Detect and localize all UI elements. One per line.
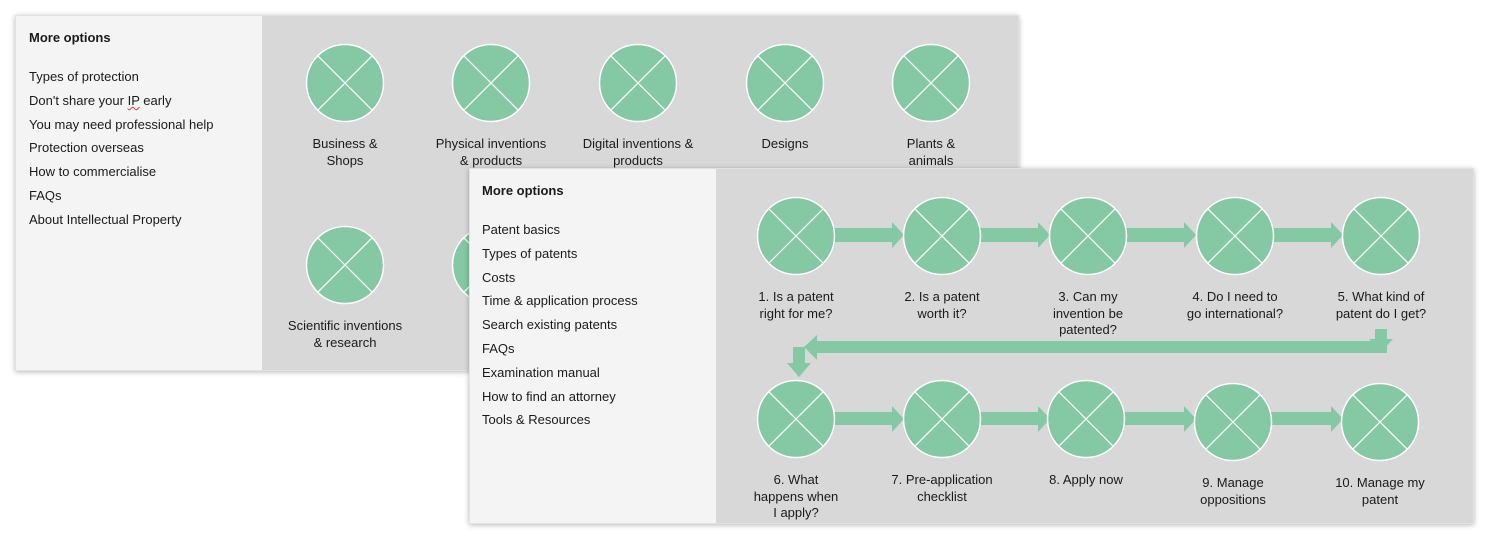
tile-business-shops[interactable]: Business &Shops [265, 43, 425, 169]
placeholder-x-icon [305, 43, 385, 123]
step-label: 8. Apply now [1049, 472, 1123, 487]
arrow-down-icon [787, 347, 811, 377]
tile-label: Plants &animals [906, 136, 956, 168]
arrow-right-icon [1126, 222, 1196, 248]
sidebar-title: More options [482, 183, 564, 198]
sidebar-item-find-attorney[interactable]: How to find an attorney [482, 388, 616, 404]
placeholder-x-icon [1048, 196, 1128, 276]
flow-arrows [787, 222, 1393, 432]
sidebar-title: More options [29, 30, 111, 45]
arrow-right-icon [1271, 406, 1343, 432]
placeholder-x-icon [451, 43, 531, 123]
sidebar-item-search-patents[interactable]: Search existing patents [482, 317, 618, 333]
sidebar-item-faqs[interactable]: FAQs [482, 340, 515, 356]
arrow-down-icon [1369, 329, 1393, 352]
more-options-sidebar: More options Patent basics Types of pate… [470, 169, 716, 523]
tile-scientific-inventions[interactable]: Scientific inventions& research [265, 225, 425, 351]
arrow-right-icon [1273, 222, 1343, 248]
placeholder-x-icon [1341, 196, 1421, 276]
more-options-sidebar: More options Types of protection Don't s… [16, 16, 262, 370]
sidebar-menu: Patent basics Types of patents Costs Tim… [482, 223, 716, 437]
sidebar-item-commercialise[interactable]: How to commercialise [29, 164, 157, 180]
placeholder-x-icon [756, 196, 836, 276]
sidebar-item-tools-resources[interactable]: Tools & Resources [482, 412, 591, 428]
sidebar-item-types-of-protection[interactable]: Types of protection [29, 69, 139, 84]
sidebar-item-time-application[interactable]: Time & application process [482, 293, 638, 309]
sidebar-item-costs[interactable]: Costs [482, 269, 516, 285]
sidebar-item-label: early [139, 92, 172, 108]
placeholder-x-icon [305, 225, 385, 305]
step-8[interactable]: 8. Apply now [1006, 379, 1166, 489]
tile-physical-inventions[interactable]: Physical inventions& products [411, 43, 571, 169]
placeholder-x-icon [891, 43, 971, 123]
sidebar-item-protection-overseas[interactable]: Protection overseas [29, 140, 144, 156]
sidebar-item-patent-basics[interactable]: Patent basics [482, 222, 561, 237]
arrow-right-icon [1124, 406, 1196, 432]
placeholder-x-icon [598, 43, 678, 123]
placeholder-x-icon [745, 43, 825, 123]
placeholder-x-icon [756, 379, 836, 459]
tile-digital-inventions[interactable]: Digital inventions &products [558, 43, 718, 169]
patent-process-panel: More options Patent basics Types of pate… [469, 168, 1474, 524]
tile-plants-animals[interactable]: Plants &animals [851, 43, 1011, 169]
sidebar-item-about-ip[interactable]: About Intellectual Property [29, 211, 182, 227]
sidebar-menu: Types of protection Don't share your IP … [29, 70, 262, 237]
tile-label: Physical inventions& products [435, 136, 547, 168]
tile-label: Scientific inventions& research [287, 318, 403, 350]
tile-label: Designs [761, 136, 809, 151]
arrow-right-icon [834, 406, 904, 432]
tile-label: Business &Shops [312, 136, 378, 168]
sidebar-item-dont-share-ip[interactable]: Don't share your IP early [29, 92, 262, 118]
placeholder-x-icon [1195, 196, 1275, 276]
placeholder-x-icon [902, 379, 982, 459]
placeholder-x-icon [902, 196, 982, 276]
arrow-left-icon [804, 335, 1387, 360]
sidebar-item-label: Don't share your [29, 92, 128, 108]
placeholder-x-icon [1193, 382, 1273, 462]
tile-label: Digital inventions &products [582, 136, 694, 168]
arrow-right-icon [980, 406, 1050, 432]
arrow-right-icon [834, 222, 904, 248]
sidebar-item-faqs[interactable]: FAQs [29, 187, 62, 203]
placeholder-x-icon [1340, 382, 1420, 462]
sidebar-item-types-of-patents[interactable]: Types of patents [482, 245, 578, 261]
arrow-right-icon [980, 222, 1050, 248]
placeholder-x-icon [1046, 379, 1126, 459]
sidebar-item-examination-manual[interactable]: Examination manual [482, 364, 600, 380]
spellcheck-word: IP [127, 92, 140, 108]
tile-designs[interactable]: Designs [705, 43, 865, 153]
sidebar-item-professional-help[interactable]: You may need professional help [29, 116, 214, 132]
